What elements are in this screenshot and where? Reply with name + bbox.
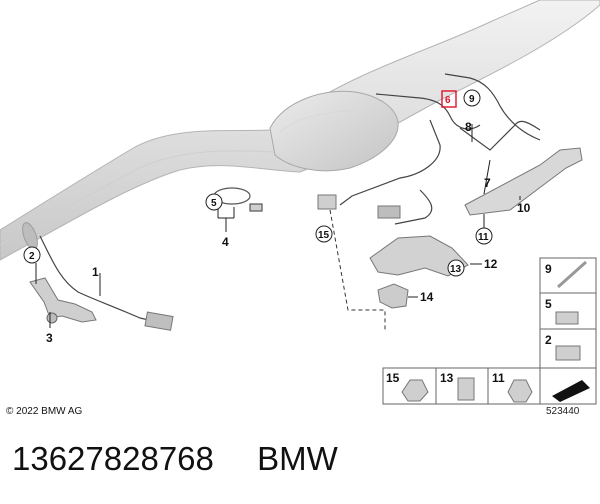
brand-name: BMW [257,440,338,477]
callout-11: 11 [478,232,489,243]
bottom-parts-panel: 15 13 11 [382,367,597,405]
callout-labels: 1 2 3 4 5 6 7 8 9 10 11 12 13 14 15 [23,89,531,345]
callout-15: 15 [318,230,330,241]
part-number: 13627828768 [12,440,214,477]
callout-6: 6 [445,95,451,106]
leader-lines [35,124,521,328]
callout-8: 8 [465,120,472,134]
connector-9 [377,205,401,219]
clip-15 [317,194,337,210]
callout-3: 3 [46,331,53,345]
side-parts-panel: 9 5 2 [539,257,597,369]
side-panel-label-2: 2 [545,333,552,347]
side-panel-label-9: 9 [545,262,552,276]
bracket-3 [29,277,97,324]
bottom-panel-label-15: 15 [386,371,400,385]
callout-1: 1 [92,265,99,279]
bracket-10 [464,147,583,216]
callout-10: 10 [517,201,531,215]
callout-9: 9 [469,94,475,105]
document-number: 523440 [546,406,580,417]
bottom-panel-label-11: 11 [492,371,505,385]
catalytic-converter [269,90,399,172]
side-panel-label-5: 5 [545,297,552,311]
callout-4: 4 [222,235,229,249]
callout-2: 2 [29,251,35,262]
callout-13: 13 [450,264,462,275]
highlight-marker [441,90,457,108]
callout-14: 14 [420,290,434,304]
callout-7: 7 [484,176,491,190]
sensor-plug-1 [144,311,174,331]
parts-diagram: 1 2 3 4 5 6 7 8 9 10 11 12 13 14 15 9 5 … [0,0,600,405]
wiring-harness [39,73,541,323]
dashed-leaders [329,209,386,330]
bottom-panel-label-13: 13 [440,371,454,385]
clamp-14 [377,283,409,309]
callout-12: 12 [484,257,498,271]
callout-5: 5 [211,198,217,209]
footer-caption: 13627828768 BMW [12,440,372,478]
copyright-notice: © 2022 BMW AG [6,406,83,417]
